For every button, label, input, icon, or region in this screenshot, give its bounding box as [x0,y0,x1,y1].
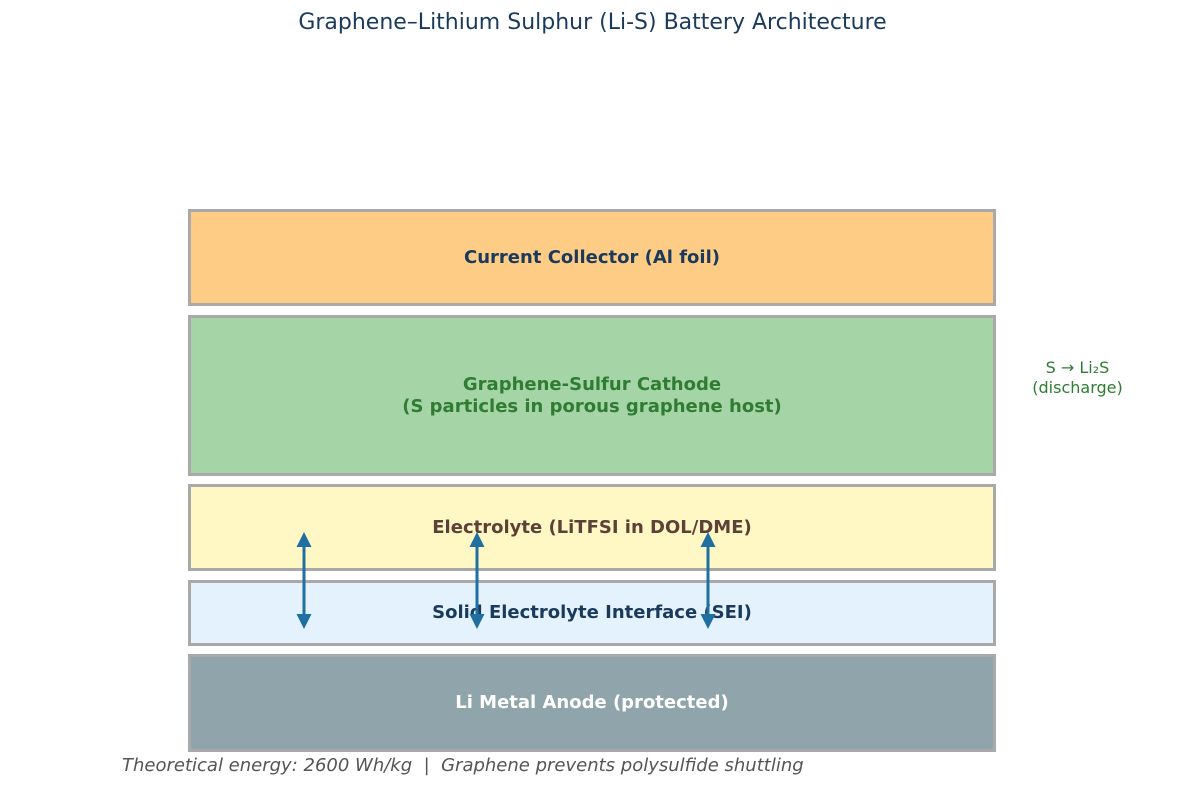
cathode-layer: Graphene-Sulfur Cathode (S particles in … [188,315,996,476]
sei-label: Solid Electrolyte Interface (SEI) [432,602,752,624]
electrolyte-layer: Electrolyte (LiTFSI in DOL/DME) [188,484,996,571]
cathode-label: Graphene-Sulfur Cathode (S particles in … [402,373,782,417]
anode-layer: Li Metal Anode (protected) [188,654,996,752]
diagram-title: Graphene–Lithium Sulphur (Li-S) Battery … [298,10,887,35]
current-collector-label: Current Collector (Al foil) [464,246,720,268]
footer-note: Theoretical energy: 2600 Wh/kg | Graphen… [122,755,804,776]
current-collector-layer: Current Collector (Al foil) [188,209,996,306]
electrolyte-label: Electrolyte (LiTFSI in DOL/DME) [432,516,752,538]
discharge-reaction-note: S → Li₂S (discharge) [1032,358,1123,397]
anode-label: Li Metal Anode (protected) [455,692,729,714]
sei-layer: Solid Electrolyte Interface (SEI) [188,580,996,646]
